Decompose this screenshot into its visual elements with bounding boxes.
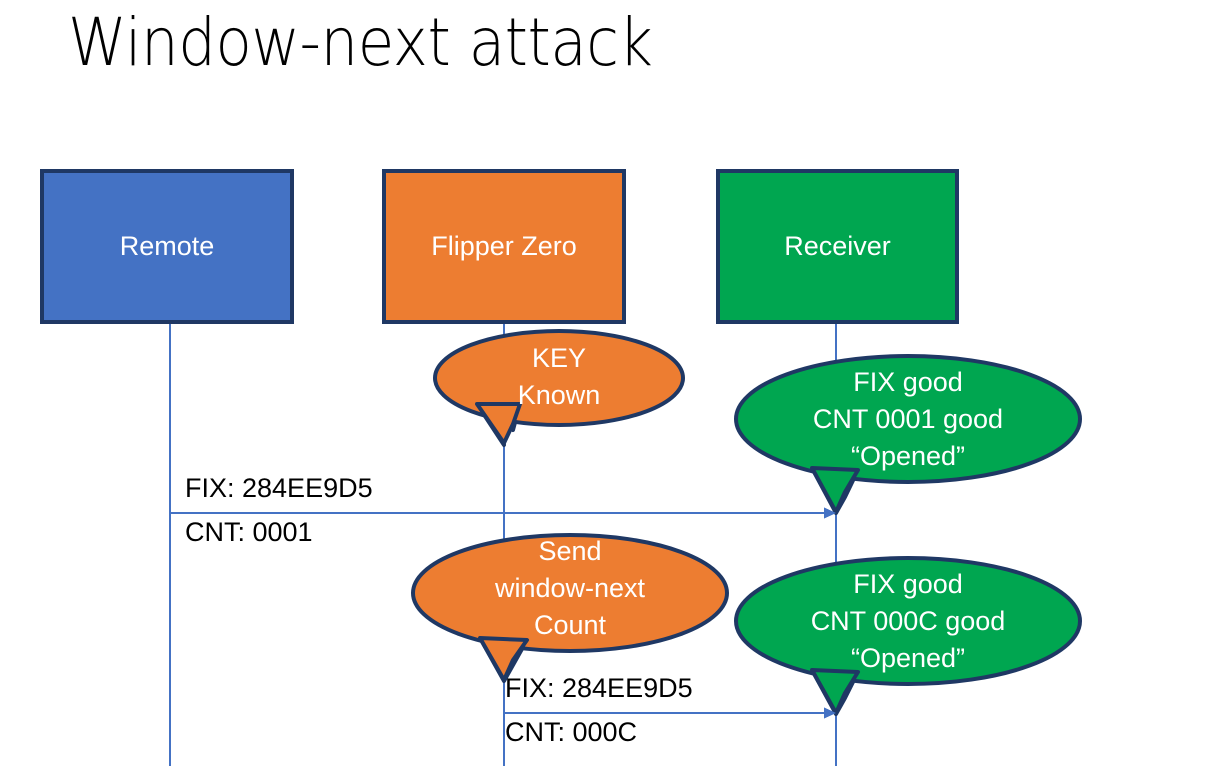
callout-line: “Opened” xyxy=(850,441,966,471)
message-label-top-1: FIX: 284EE9D5 xyxy=(185,473,373,503)
callout-text-receiver-ack-2: FIX good CNT 000C good “Opened” xyxy=(736,566,1080,677)
callout-line: CNT 000C good xyxy=(810,606,1006,636)
actor-box-flipper[interactable] xyxy=(382,169,626,324)
msg1-arrowhead xyxy=(824,507,836,519)
callout-line: “Opened” xyxy=(850,643,966,673)
callout-text-send-window-next: Send window-next Count xyxy=(413,533,727,644)
callout-text-key-known: KEY Known xyxy=(435,340,683,414)
callout-line: FIX good xyxy=(853,569,963,599)
callout-line: Count xyxy=(533,610,607,640)
callout-line: FIX good xyxy=(853,367,963,397)
callout-key-known[interactable] xyxy=(433,329,685,447)
page-title: Window-next attack xyxy=(68,4,653,81)
callout-send-window-next[interactable] xyxy=(411,533,729,683)
actor-box-receiver[interactable] xyxy=(716,169,959,324)
msg2-arrowhead xyxy=(824,707,836,719)
callout-receiver-ack-1[interactable] xyxy=(734,354,1082,515)
actor-label-flipper: Flipper Zero xyxy=(431,231,577,261)
message-label-top-2: FIX: 284EE9D5 xyxy=(505,673,693,703)
callout-line: CNT 0001 good xyxy=(812,404,1004,434)
callout-line: KEY xyxy=(531,343,587,373)
callout-line: Known xyxy=(517,380,601,410)
actor-label-remote: Remote xyxy=(119,231,215,261)
actor-label-receiver: Receiver xyxy=(784,231,891,261)
callout-line: window-next xyxy=(494,573,646,603)
callout-text-receiver-ack-1: FIX good CNT 0001 good “Opened” xyxy=(736,364,1080,475)
actor-box-remote[interactable] xyxy=(40,169,294,324)
message-label-bottom-2: CNT: 000C xyxy=(505,717,638,747)
callout-receiver-ack-2[interactable] xyxy=(734,556,1082,716)
callout-line: Send xyxy=(538,536,602,566)
message-label-bottom-1: CNT: 0001 xyxy=(185,517,313,547)
